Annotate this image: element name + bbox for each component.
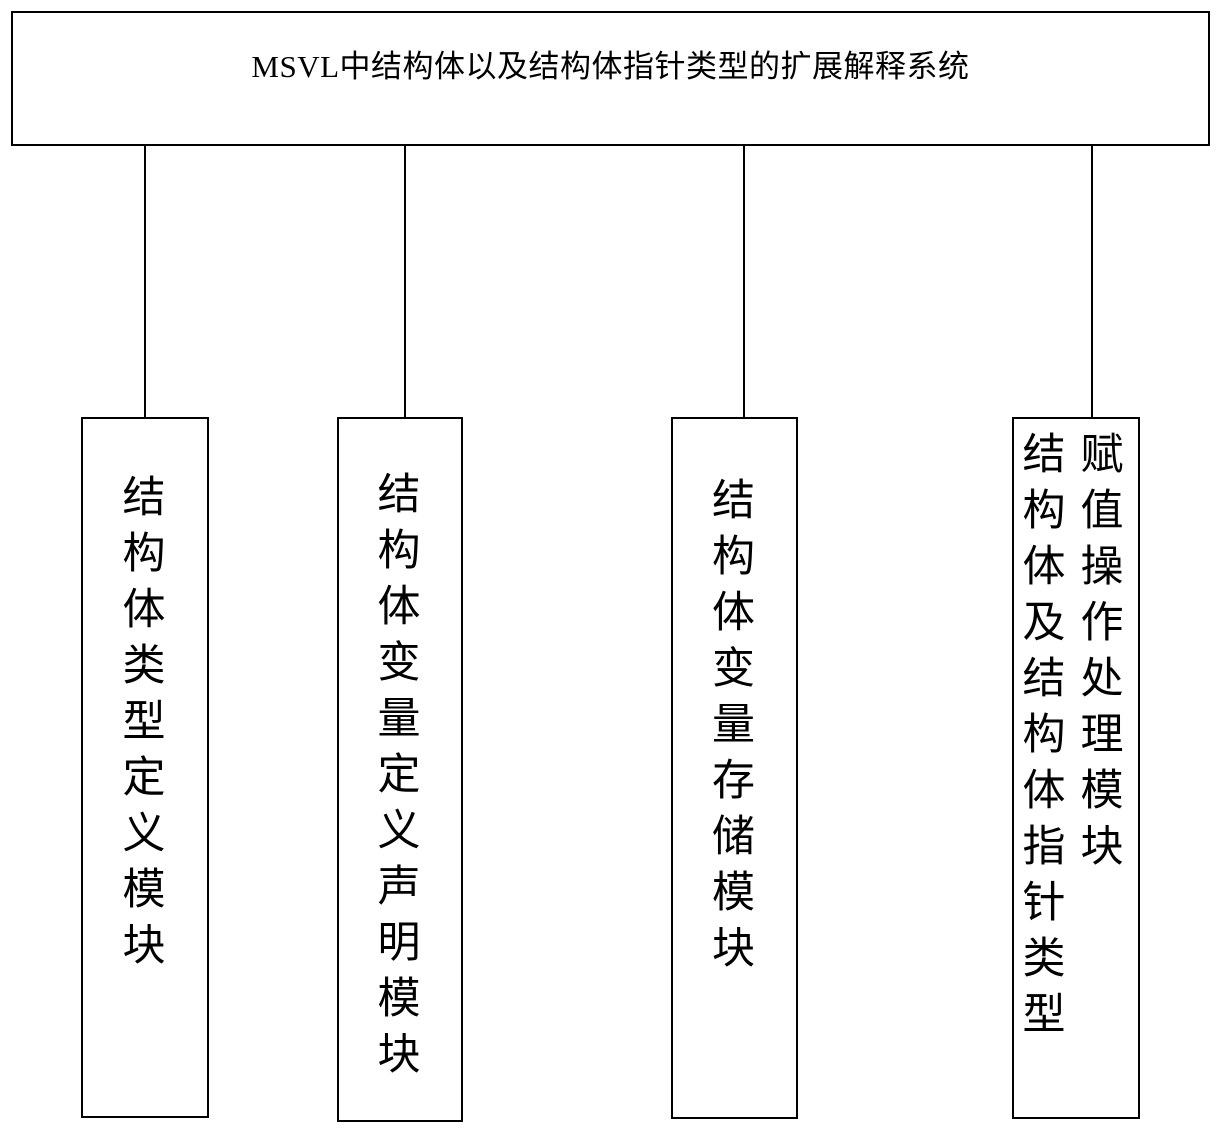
root-system-box: MSVL中结构体以及结构体指针类型的扩展解释系统 — [11, 11, 1210, 146]
connector-line-to-module-1 — [144, 145, 146, 419]
module-box-struct-pointer-assignment: 赋值操作处理模块 结构体及结构体指针类型 — [1012, 417, 1140, 1119]
connector-line-to-module-4 — [1091, 145, 1093, 419]
connector-line-to-module-2 — [404, 145, 406, 419]
module-label-struct-pointer-assignment-column-2: 结构体及结构体指针类型 — [1016, 431, 1063, 1047]
root-system-title: MSVL中结构体以及结构体指针类型的扩展解释系统 — [251, 49, 970, 84]
module-box-struct-type-definition: 结构体类型定义模块 — [81, 417, 209, 1118]
connector-line-to-module-3 — [743, 145, 745, 419]
module-label-struct-variable-storage: 结构体变量存储模块 — [705, 477, 753, 981]
module-box-struct-variable-storage: 结构体变量存储模块 — [671, 417, 798, 1119]
module-label-struct-type-definition: 结构体类型定义模块 — [116, 474, 163, 978]
module-label-struct-variable-declaration: 结构体变量定义声明模块 — [371, 471, 418, 1087]
module-box-struct-variable-declaration: 结构体变量定义声明模块 — [337, 417, 463, 1122]
module-label-struct-pointer-assignment-column-1: 赋值操作处理模块 — [1074, 431, 1121, 879]
